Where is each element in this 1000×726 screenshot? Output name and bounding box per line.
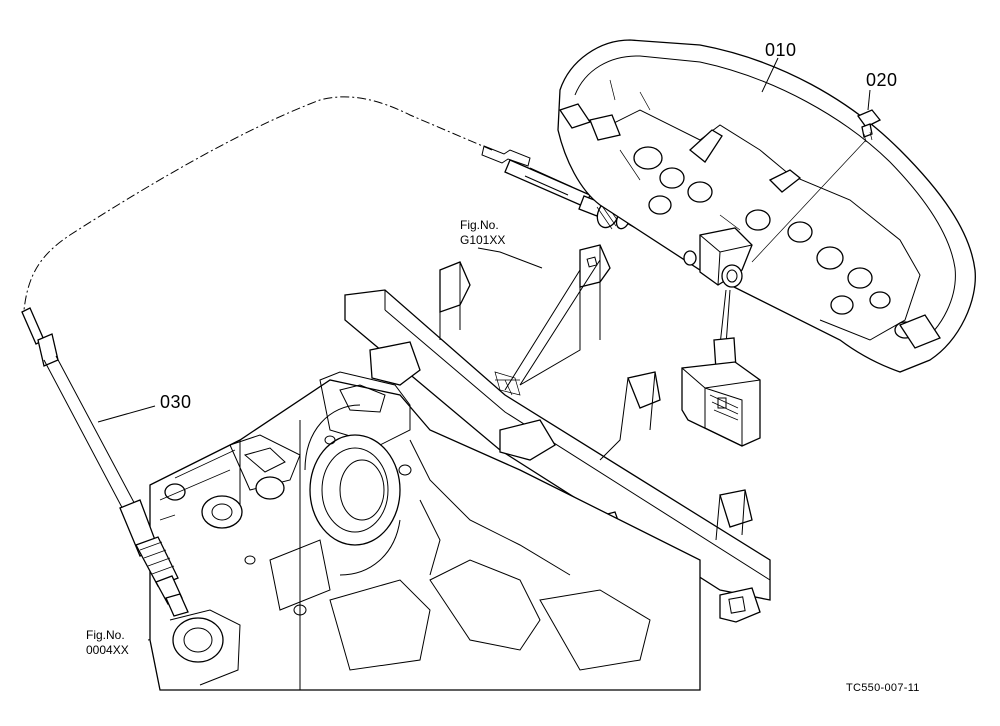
screw-020 — [751, 109, 882, 263]
connector — [681, 361, 761, 447]
cable-lower-end — [21, 307, 189, 617]
figref-0004xx-label: Fig.No. — [86, 628, 125, 642]
figref-g101xx-code: G101XX — [460, 233, 506, 247]
dash-bracket — [344, 244, 771, 623]
callout-020: 020 — [866, 70, 898, 90]
figref-0004xx: Fig.No. 0004XX — [86, 628, 129, 658]
instrument-cluster — [557, 39, 976, 373]
callout-010: 010 — [765, 40, 797, 60]
figref-g101xx: Fig.No. G101XX — [460, 218, 505, 248]
cable-upper-end — [481, 145, 603, 217]
lamp-socket — [633, 146, 916, 339]
figref-0004xx-code: 0004XX — [86, 643, 129, 657]
transmission-housing — [149, 371, 701, 691]
callout-030: 030 — [160, 392, 192, 412]
drawing-code: TC550-007-11 — [846, 682, 920, 694]
cable-route — [23, 96, 493, 311]
figref-g101xx-label: Fig.No. — [460, 218, 499, 232]
